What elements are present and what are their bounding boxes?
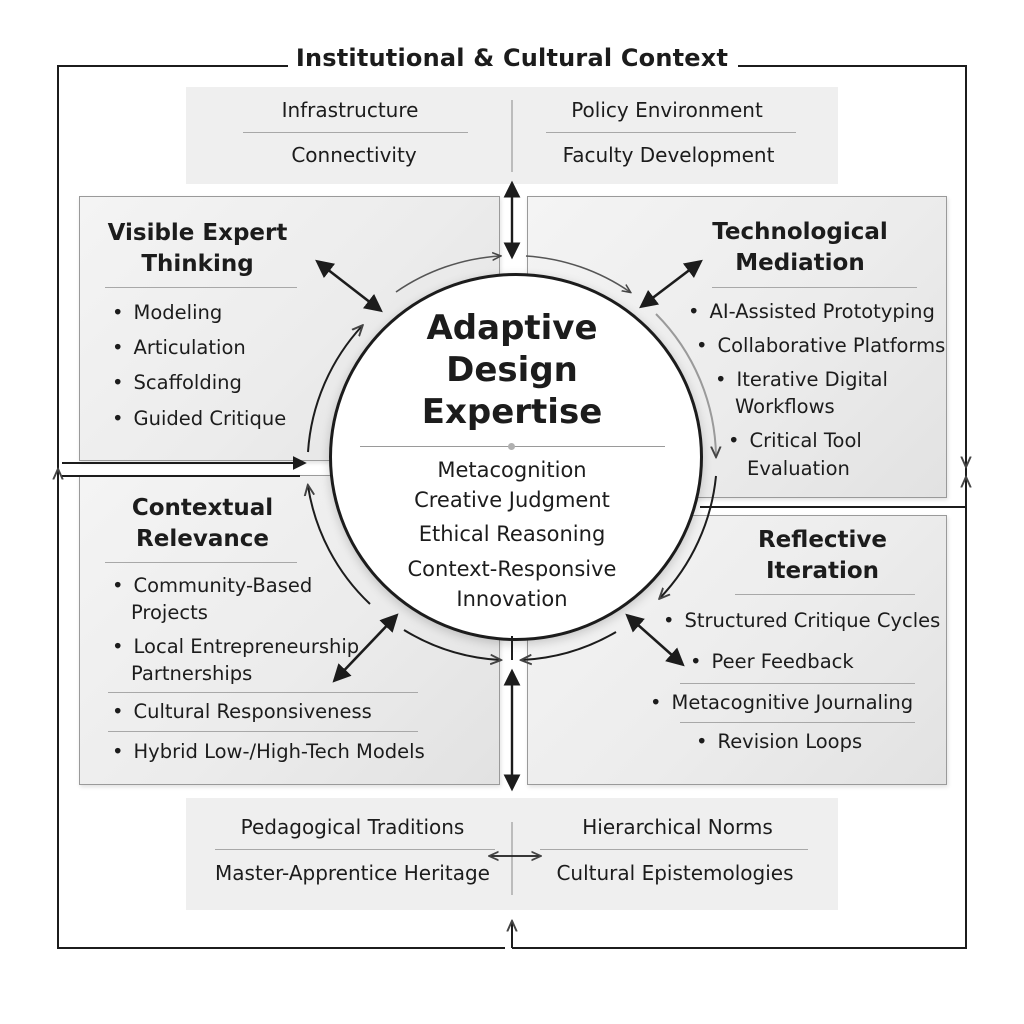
- list-item: Hybrid Low-/High-Tech Models: [112, 738, 425, 765]
- cycle-arrow-bottom-left: [403, 629, 500, 660]
- cycle-arrow-right-bottom: [660, 475, 717, 598]
- band-divider: [546, 132, 796, 133]
- cycle-arrow-right-top: [655, 313, 716, 456]
- center-divider-dot: [508, 443, 515, 450]
- list-item: Metacognitive Journaling: [650, 689, 914, 716]
- list-item: Projects: [131, 601, 208, 624]
- arrow-reflective-iteration: [625, 613, 685, 667]
- band-item-connectivity: Connectivity: [291, 143, 417, 167]
- center-item-metacognition: Metacognition: [437, 458, 587, 482]
- cycle-arrow-left-top: [307, 326, 362, 453]
- title-divider: [105, 562, 297, 563]
- list-item: Collaborative Platforms: [696, 332, 946, 359]
- list-item: Peer Feedback: [690, 648, 854, 675]
- arrow-visible-expert-thinking: [315, 259, 383, 313]
- arrow-technological-mediation: [639, 259, 703, 309]
- center-item-ethical-reasoning: Ethical Reasoning: [418, 522, 606, 546]
- cycle-arrow-left-bottom: [308, 486, 371, 605]
- quadrant-title-visible-expert-thinking: Visible Expert Thinking: [107, 220, 288, 277]
- list-item: AI-Assisted Prototyping: [688, 298, 935, 325]
- list-item: Modeling: [112, 299, 223, 326]
- list-item: Iterative Digital: [715, 366, 888, 393]
- title-divider: [735, 594, 915, 595]
- cycle-arrow-top: [395, 256, 500, 293]
- band-item-policy-environment: Policy Environment: [571, 98, 763, 122]
- arrow-contextual-relevance: [332, 613, 399, 683]
- item-divider: [680, 683, 915, 684]
- list-item: Guided Critique: [112, 405, 287, 432]
- list-item: Evaluation: [747, 457, 850, 480]
- title-divider: [712, 287, 917, 288]
- list-item: Articulation: [112, 334, 246, 361]
- cycle-arrow-bottom-right: [522, 631, 617, 660]
- center-circle: [329, 273, 703, 641]
- outer-frame: [57, 65, 505, 949]
- list-item: Local Entrepreneurship: [112, 633, 360, 660]
- list-item: Workflows: [735, 395, 835, 418]
- title-divider: [105, 287, 297, 288]
- band-item-cultural-epistemologies: Cultural Epistemologies: [556, 861, 794, 885]
- cycle-arrow-top-right: [525, 255, 630, 292]
- band-divider: [215, 849, 495, 850]
- band-divider: [243, 132, 468, 133]
- center-item-context-responsive: Context-Responsive: [407, 557, 617, 581]
- band-item-infrastructure: Infrastructure: [281, 98, 419, 122]
- item-divider: [108, 731, 418, 732]
- item-divider: [108, 692, 418, 693]
- quadrant-title-reflective-iteration: Reflective Iteration: [757, 527, 888, 584]
- band-item-hierarchical-norms: Hierarchical Norms: [582, 815, 773, 839]
- list-item: Scaffolding: [112, 369, 242, 396]
- context-title: Institutional & Cultural Context: [0, 44, 1024, 72]
- center-title: Adaptive Design Expertise: [421, 308, 603, 432]
- center-item-creative-judgment: Creative Judgment: [414, 488, 610, 512]
- list-item: Structured Critique Cycles: [663, 607, 941, 634]
- band-divider: [540, 849, 808, 850]
- quadrant-title-contextual-relevance: Contextual Relevance: [131, 495, 274, 552]
- band-item-pedagogical-traditions: Pedagogical Traditions: [240, 815, 465, 839]
- list-item: Partnerships: [131, 662, 253, 685]
- list-item: Community-Based: [112, 572, 313, 599]
- center-item-innovation: Innovation: [456, 587, 568, 611]
- list-item: Critical Tool: [728, 427, 862, 454]
- item-divider: [680, 722, 915, 723]
- band-item-master-apprentice-heritage: Master-Apprentice Heritage: [215, 861, 490, 885]
- list-item: Cultural Responsiveness: [112, 698, 372, 725]
- quadrant-title-technological-mediation: Technological Mediation: [712, 219, 888, 276]
- list-item: Revision Loops: [696, 728, 863, 755]
- band-item-faculty-development: Faculty Development: [562, 143, 775, 167]
